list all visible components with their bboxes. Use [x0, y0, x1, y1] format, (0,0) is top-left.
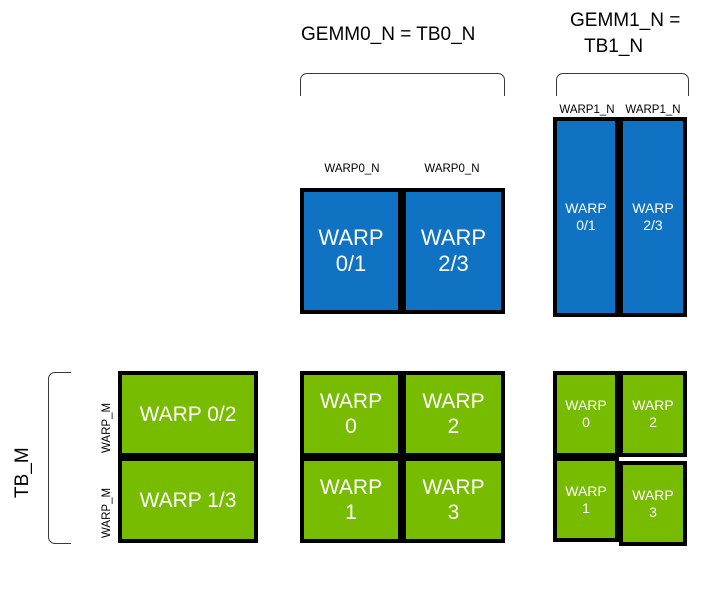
tb-m-span-bracket: [48, 372, 71, 544]
warp-m-label-top: WARP_M: [101, 402, 113, 453]
green-cell-right-warp-0[interactable]: WARP 0: [553, 371, 619, 457]
warp0-n-label-left: WARP0_N: [324, 163, 380, 175]
tb-m-title: TB_M: [12, 447, 33, 498]
gemm1-title-line1: GEMM1_N =: [570, 10, 681, 31]
blue-cell-gemm0-warp-0-1[interactable]: WARP 0/1: [300, 188, 402, 314]
green-cell-left-warp-0-2[interactable]: WARP 0/2: [118, 371, 258, 457]
green-cell-right-warp-2[interactable]: WARP 2: [619, 371, 687, 457]
gemm0-title: GEMM0_N = TB0_N: [301, 24, 476, 45]
gemm1-span-bracket: [556, 73, 689, 96]
green-cell-middle-warp-0[interactable]: WARP 0: [300, 371, 402, 457]
warp0-n-label-right: WARP0_N: [424, 163, 480, 175]
blue-cell-gemm1-warp-2-3[interactable]: WARP 2/3: [619, 117, 687, 317]
green-cell-middle-warp-2[interactable]: WARP 2: [402, 371, 505, 457]
blue-cell-gemm1-warp-0-1[interactable]: WARP 0/1: [553, 117, 619, 317]
green-cell-left-warp-1-3[interactable]: WARP 1/3: [118, 457, 258, 543]
blue-cell-gemm0-warp-2-3[interactable]: WARP 2/3: [402, 188, 505, 314]
warp1-n-label-right: WARP1_N: [625, 104, 681, 116]
gemm0-span-bracket: [300, 73, 505, 96]
warp1-n-label-left: WARP1_N: [559, 104, 615, 116]
green-cell-right-warp-1[interactable]: WARP 1: [553, 457, 619, 542]
green-cell-middle-warp-1[interactable]: WARP 1: [300, 457, 402, 543]
green-cell-middle-warp-3[interactable]: WARP 3: [402, 457, 505, 543]
warp-m-label-bottom: WARP_M: [101, 487, 113, 538]
green-cell-right-warp-3[interactable]: WARP 3: [619, 461, 687, 546]
gemm1-title-line2: TB1_N: [584, 36, 644, 57]
